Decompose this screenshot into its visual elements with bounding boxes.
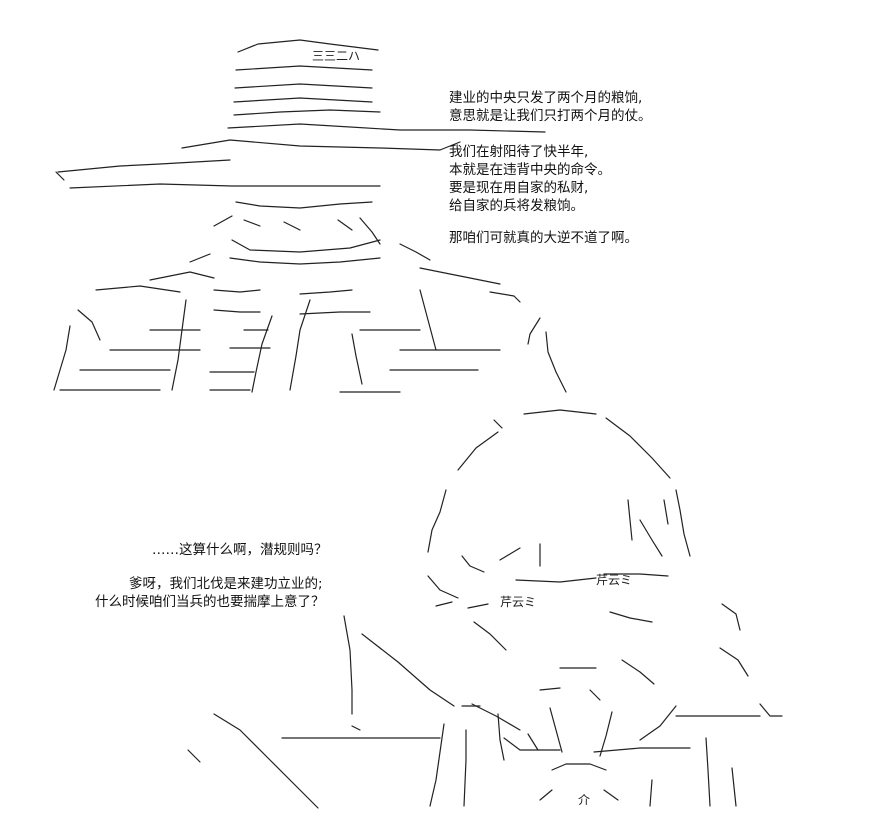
dialogue-line: 意思就是让我们只打两个月的仗。 [449, 108, 652, 124]
dialogue-line: 本就是在违背中央的命令。 [449, 162, 611, 178]
top-figure-general: 三三二ハ [53, 39, 567, 393]
top-figure-glyph-label: 三三二ハ [312, 49, 360, 63]
bottom-dialogue-question: ……这算什么啊，潜规则吗？ [152, 541, 328, 559]
dialogue-line: 我们在射阳待了快半年, [449, 144, 589, 160]
dialogue-line: 那咱们可就真的大逆不道了啊。 [449, 230, 638, 246]
bottom-figure-name-1: 芹云ミ [500, 595, 536, 609]
dialogue-line: ……这算什么啊，潜规则吗？ [152, 542, 328, 558]
bottom-figure-soldier: 芹云ミ 芹云ミ 介 [187, 409, 783, 809]
bottom-figure-mark: 介 [578, 793, 590, 807]
bottom-figure-name-2: 芹云ミ [596, 573, 632, 587]
dialogue-line: 建业的中央只发了两个月的粮饷, [449, 90, 643, 106]
dialogue-line: 爹呀，我们北伐是来建功立业的; [129, 576, 323, 592]
top-dialogue: 建业的中央只发了两个月的粮饷, 意思就是让我们只打两个月的仗。 我们在射阳待了快… [449, 89, 652, 247]
bottom-dialogue: 爹呀，我们北伐是来建功立业的; 什么时候咱们当兵的也要揣摩上意了？ [95, 575, 325, 611]
dialogue-line: 什么时候咱们当兵的也要揣摩上意了？ [95, 594, 325, 610]
dialogue-line: 要是现在用自家的私财, [449, 180, 589, 196]
dialogue-line: 给自家的兵将发粮饷。 [449, 198, 584, 214]
